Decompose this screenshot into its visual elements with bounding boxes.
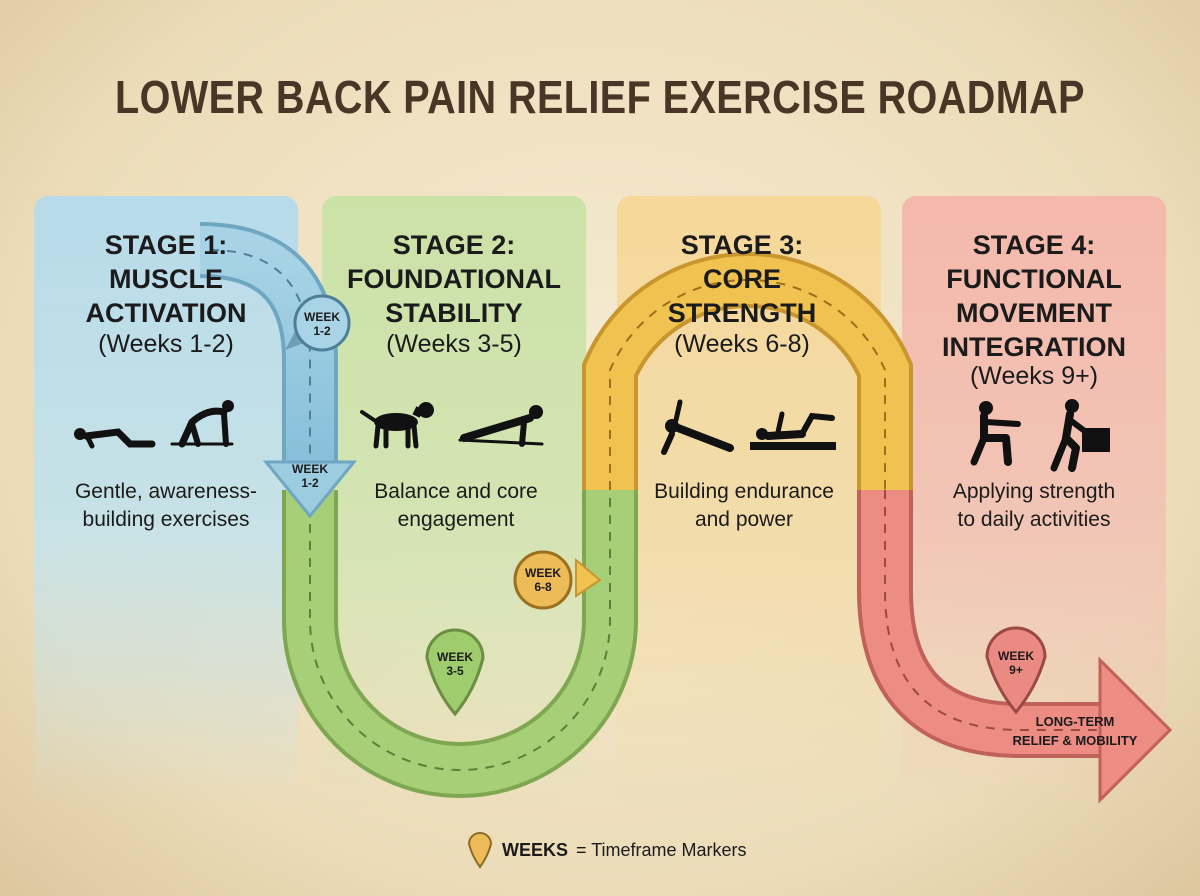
week-1-2-badge (285, 294, 351, 352)
stage-1-arrowhead (262, 460, 358, 519)
stage-1-description: Gentle, awareness-building exercises (74, 480, 258, 531)
week-9-plus-pin (985, 626, 1047, 715)
week-3-5-pin (425, 628, 485, 717)
stage-2-weeks: (Weeks 3-5) (386, 330, 522, 358)
legend: WEEKS = Timeframe Markers (466, 830, 747, 870)
lifting-box-icon (1050, 399, 1110, 472)
stage-3-arrow (575, 557, 602, 598)
stage-1-panel (34, 196, 298, 808)
side-plank-icon (661, 399, 734, 455)
dead-bug-icon (750, 411, 836, 450)
bird-dog-icon (360, 402, 434, 449)
page-title: LOWER BACK PAIN RELIEF EXERCISE ROADMAP (115, 71, 1085, 123)
plank-icon (458, 405, 544, 447)
stage-4-weeks: (Weeks 9+) (969, 362, 1099, 390)
legend-bold-label: WEEKS (502, 839, 569, 860)
squat-icon (970, 401, 1021, 466)
week-6-8-pin (513, 550, 573, 610)
stage-1-weeks: (Weeks 1-2) (98, 330, 234, 358)
legend-text: = Timeframe Markers (576, 839, 747, 860)
cat-cow-icon (170, 400, 234, 448)
location-pin-icon (467, 832, 493, 869)
end-arrowhead (1098, 656, 1173, 804)
prone-lying-icon (74, 428, 156, 449)
stage-3-weeks: (Weeks 6-8) (674, 330, 810, 358)
